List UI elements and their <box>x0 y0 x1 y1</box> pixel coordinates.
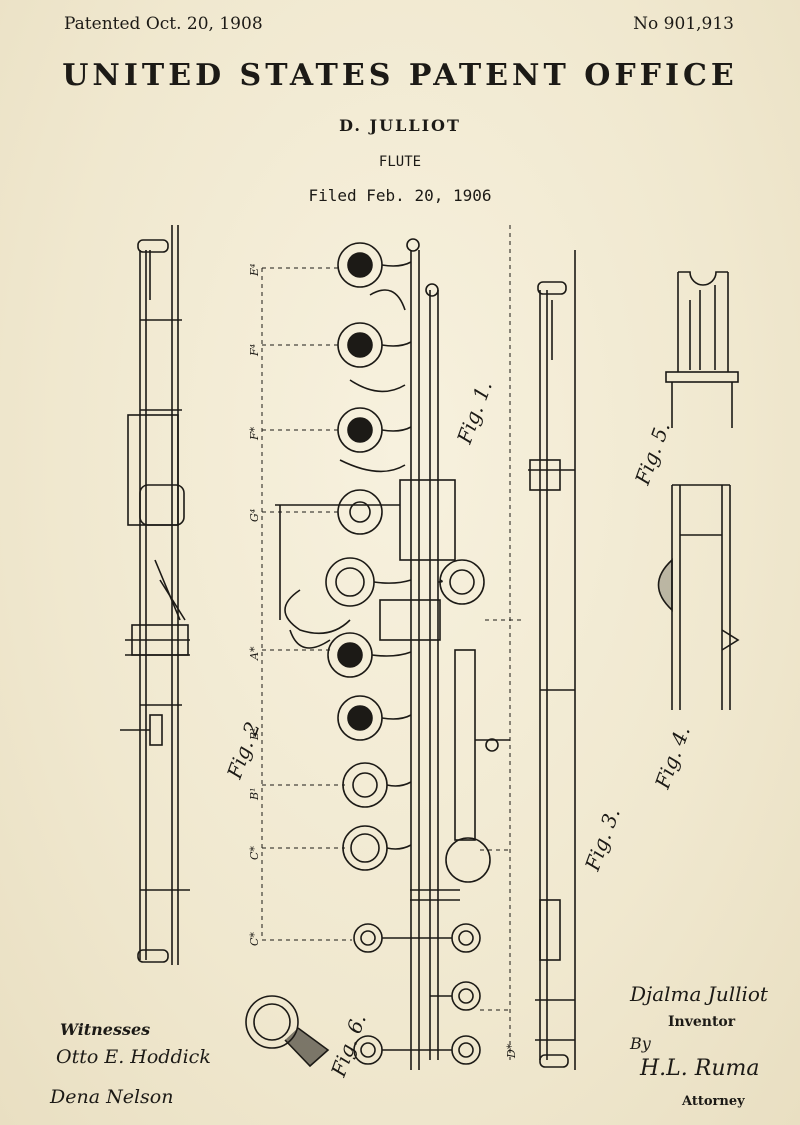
patent-subject: FLUTE <box>378 154 422 170</box>
note-bflat-label: B¹ <box>248 728 261 742</box>
patent-number: No 901,913 <box>633 14 734 34</box>
fig1-front-view <box>275 238 510 1070</box>
note-fsharp-label: F* <box>248 426 261 441</box>
note-d-label: D* <box>505 1043 518 1059</box>
fig3-side-view <box>528 250 576 1070</box>
fig3-label: Fig. 3. <box>580 805 625 875</box>
fig6-label: Fig. 6. <box>326 1011 371 1081</box>
witness-signature-2: Dena Nelson <box>50 1086 174 1108</box>
fig1-label: Fig. 1. <box>452 378 497 448</box>
witnesses-label: Witnesses <box>60 1020 151 1039</box>
note-e-label: E⁴ <box>248 264 261 277</box>
note-csharp-label: C* <box>248 932 261 946</box>
fig4-label: Fig. 4. <box>650 723 695 793</box>
office-title: UNITED STATES PATENT OFFICE <box>62 58 738 93</box>
note-c-label: C* <box>248 846 261 860</box>
witness-signature-1: Otto E. Hoddick <box>56 1046 211 1068</box>
reference-lines <box>261 225 525 1060</box>
inventor-name: D. JULLIOT <box>339 116 461 135</box>
note-g-label: G⁴ <box>248 509 261 522</box>
attorney-signature: H.L. Ruma <box>640 1056 760 1081</box>
patented-date: Patented Oct. 20, 1908 <box>64 14 263 34</box>
attorney-label: Attorney <box>682 1094 745 1109</box>
by-label: By <box>630 1034 651 1053</box>
note-asharp-label: A* <box>248 646 261 661</box>
filed-date: Filed Feb. 20, 1906 <box>308 186 492 205</box>
note-b-label: B¹ <box>248 788 261 802</box>
fig4-section <box>657 484 740 710</box>
fig2-side-view <box>120 225 190 965</box>
note-f-label: F⁴ <box>248 344 261 357</box>
fig6-detail <box>245 995 330 1068</box>
inventor-label: Inventor <box>668 1014 736 1030</box>
fig5-label: Fig. 5. <box>630 419 675 489</box>
inventor-signature: Djalma Julliot <box>630 982 768 1006</box>
fig5-section <box>665 271 739 428</box>
